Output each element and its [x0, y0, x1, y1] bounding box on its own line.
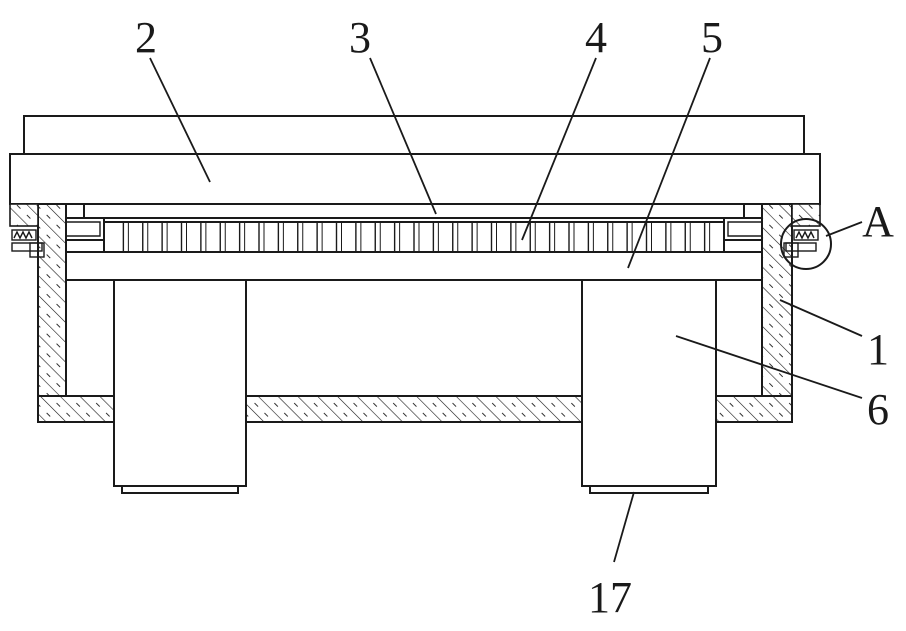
- callout-2: 2: [135, 13, 157, 62]
- top-plate: [9, 115, 821, 205]
- inner-frame: [66, 203, 762, 241]
- leader-lines: [149, 57, 863, 563]
- callout-a: A: [862, 197, 894, 246]
- callout-17: 17: [588, 573, 632, 622]
- housing-shell: [9, 203, 821, 423]
- callout-6: 6: [867, 385, 889, 434]
- detail-circle-a: [780, 218, 832, 270]
- right-clamp: [783, 229, 819, 258]
- callout-1: 1: [867, 325, 889, 374]
- left-clamp: [11, 229, 45, 258]
- callout-5: 5: [701, 13, 723, 62]
- slat-row: [103, 221, 725, 253]
- callout-3: 3: [349, 13, 371, 62]
- right-leg: [581, 279, 717, 494]
- support-plate: [65, 251, 763, 281]
- left-leg: [113, 279, 247, 494]
- callout-4: 4: [585, 13, 607, 62]
